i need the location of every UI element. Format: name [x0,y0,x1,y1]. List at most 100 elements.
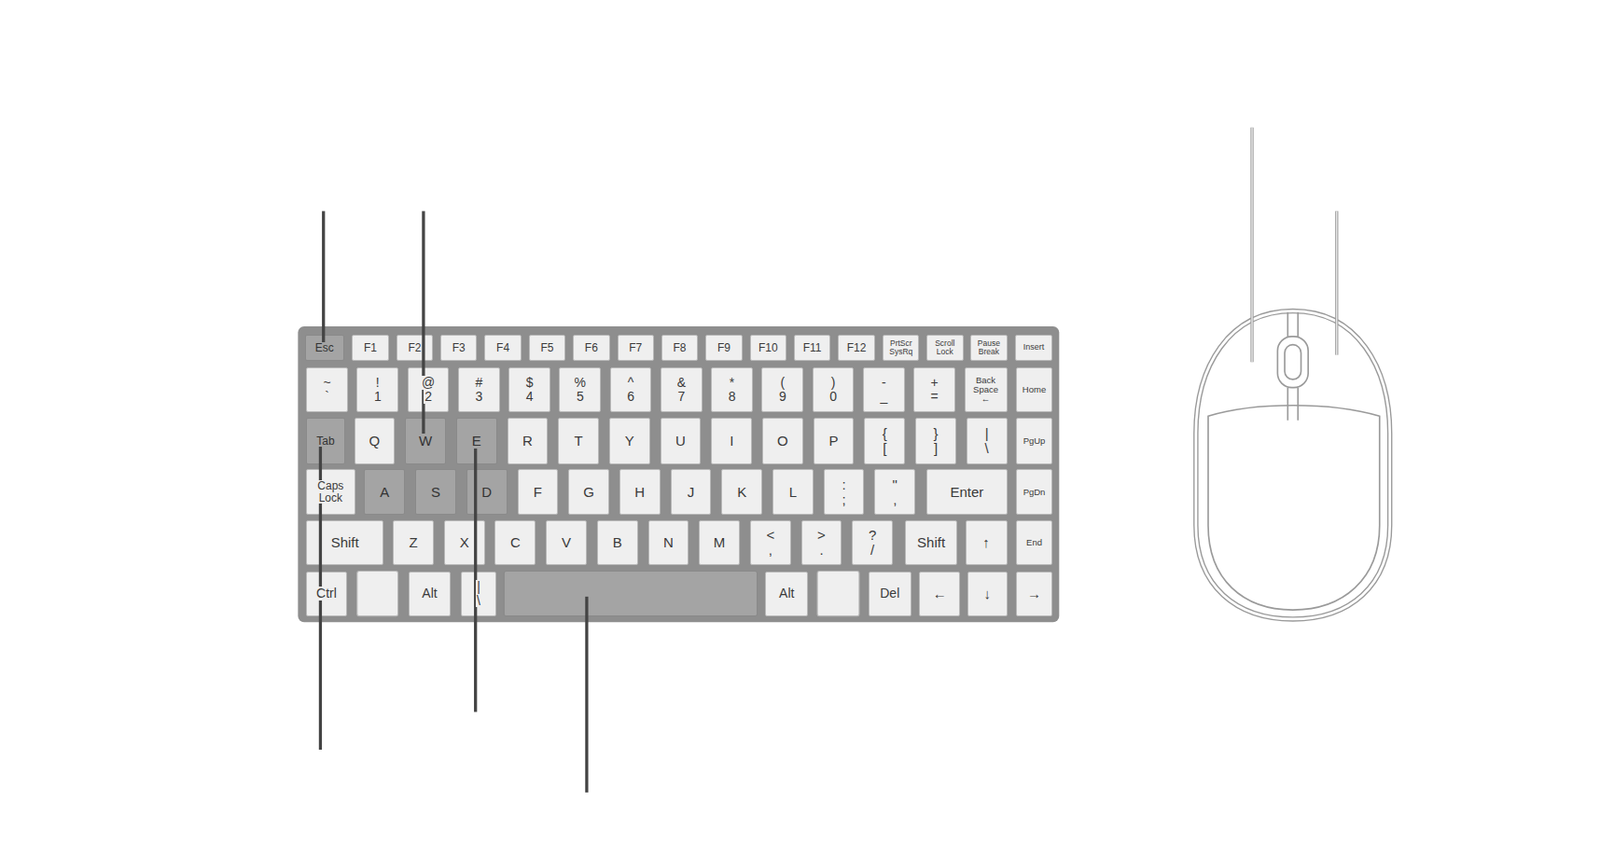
keyboard-key: {[ [863,417,905,464]
key-label: I [728,433,735,449]
key-label: & [676,375,687,390]
key-label: ^ [626,375,636,390]
keyboard-key: }] [915,417,957,464]
key-label: 6 [626,389,636,404]
keyboard-key: R [507,417,549,464]
key-label: F [532,485,543,501]
key-label: \ [984,441,990,457]
leader-line [1335,210,1338,355]
keyboard-key: |\ [460,571,496,617]
key-label: R [521,433,534,449]
keyboard-key: P [813,417,855,464]
key-label: F7 [627,342,643,355]
key-label: Back Space [967,375,1005,395]
keyboard-key: Insert [1015,334,1052,362]
key-label: " [891,477,899,493]
keyboard-key: Home [1015,367,1052,413]
key-label: F8 [672,342,688,355]
mouse [1196,311,1391,620]
key-label: 7 [676,389,686,404]
keyboard-key: C [494,520,536,566]
key-label: / [869,542,876,558]
blank-key [817,571,860,617]
key-label: F1 [362,342,378,355]
key-label: _ [878,389,889,404]
key-label: F2 [406,342,422,355]
keyboard-key: |\ [966,417,1008,464]
key-label: Home [1021,385,1047,395]
key-label: : [840,477,847,493]
keyboard-key: @2 [407,367,450,413]
keyboard-key: Shift [306,520,384,566]
keyboard-key: Tab [306,417,346,464]
keyboard-key: F8 [661,334,698,362]
keyboard-key: Esc [305,334,345,362]
keyboard-key: E [456,417,498,464]
key-label: = [929,389,939,404]
keyboard-key: -_ [862,367,905,413]
keyboard-key: S [415,469,457,515]
keyboard-key: L [772,469,814,515]
key-label: Shift [330,535,361,551]
key-label: ↓ [982,586,992,602]
key-label: PrtScr SysRq [885,339,917,357]
key-label: | [984,426,990,442]
key-label: ~ [321,375,332,390]
key-label: G [582,485,596,501]
keyboard-key: ^6 [610,367,653,413]
key-label: P [828,433,840,449]
keyboard-key: N [648,520,690,566]
keyboard-key: $4 [508,367,551,413]
mouse-outline [1196,311,1391,620]
key-label: F6 [584,342,599,355]
keyboard-key: Scroll Lock [926,334,963,362]
key-label: Enter [948,485,985,501]
key-label: W [417,433,433,449]
keyboard-key: Z [392,520,434,566]
key-label: ↑ [981,535,991,551]
key-label: V [560,535,572,551]
keyboard-key: F6 [572,334,610,362]
key-label: ← [980,394,992,404]
keyboard-key: )0 [812,367,855,413]
keyboard-key: <, [750,520,792,566]
key-label: Alt [778,586,795,601]
keyboard-key: F3 [440,334,477,362]
key-label: B [612,535,624,551]
keyboard-key: F12 [837,334,875,362]
leader-line [1250,127,1253,363]
key-label: * [728,375,736,390]
keyboard-key: F5 [528,334,566,362]
key-label: 4 [525,389,535,404]
blank-key [357,571,399,617]
leader-line [584,597,588,794]
key-label: Q [368,433,382,449]
key-label: ; [840,492,847,508]
keyboard-key: !1 [356,367,399,413]
key-label: 9 [778,389,788,404]
keyboard-key: >. [801,520,843,566]
key-label: ) [830,375,837,390]
keyboard-key: ", [874,469,916,515]
key-label: \ [475,594,482,609]
key-label: L [788,485,798,501]
key-label: Alt [420,586,438,601]
keyboard-key: Y [609,417,651,464]
key-label: D [480,485,493,501]
keyboard-key: F9 [705,334,742,362]
leader-line [421,210,425,441]
key-label: 8 [727,389,738,404]
keyboard-key: (9 [761,367,804,413]
key-label: $ [525,375,535,390]
keyboard-key: ↑ [965,520,1008,566]
key-label: - [880,375,888,390]
key-label: M [712,535,727,551]
key-label: 2 [423,389,433,404]
key-label: X [459,535,471,551]
key-label: F4 [495,342,511,355]
keyboard-key: U [660,417,702,464]
space-bar [503,571,757,617]
key-label: ? [867,528,877,543]
key-label: Shift [916,535,947,551]
